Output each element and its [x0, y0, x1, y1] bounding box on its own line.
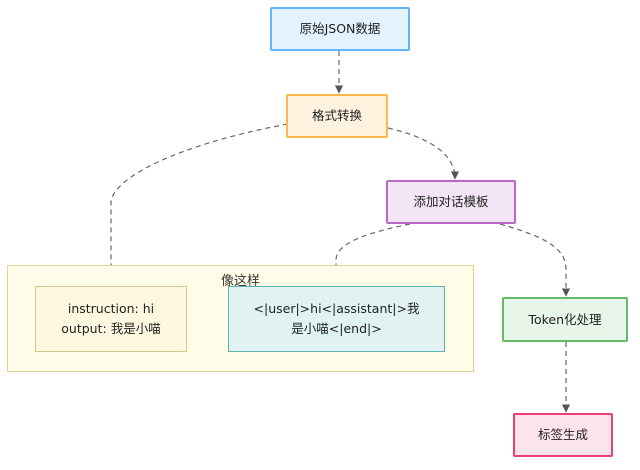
node-tokenize-label: Token化处理	[528, 311, 602, 327]
example-plain-line1: instruction: hi	[67, 301, 155, 316]
node-format-convert: 格式转换	[286, 94, 388, 138]
example-plain: instruction: hi output: 我是小喵	[35, 286, 187, 352]
node-add-template-label: 添加对话模板	[413, 194, 489, 209]
edge-format-to-plain-example	[106, 123, 289, 286]
example-templated-line2: 是小喵<|end|>	[291, 321, 382, 336]
edge-format-to-template	[387, 127, 460, 180]
example-templated: <|user|>hi<|assistant|>我 是小喵<|end|>	[228, 286, 445, 352]
node-format-convert-label: 格式转换	[311, 108, 362, 123]
node-add-template: 添加对话模板	[386, 180, 516, 224]
edge-template-to-templated-example	[331, 223, 411, 286]
edge-template-to-token	[499, 223, 571, 297]
node-label-gen-label: 标签生成	[537, 427, 588, 442]
node-raw-json-label: 原始JSON数据	[299, 21, 381, 36]
node-tokenize: Token化处理	[502, 297, 628, 342]
example-templated-line1: <|user|>hi<|assistant|>我	[253, 301, 420, 316]
example-plain-line2: output: 我是小喵	[61, 321, 161, 336]
node-label-gen: 标签生成	[513, 413, 613, 457]
node-raw-json: 原始JSON数据	[270, 7, 410, 51]
example-group-title: 像这样	[220, 274, 260, 289]
